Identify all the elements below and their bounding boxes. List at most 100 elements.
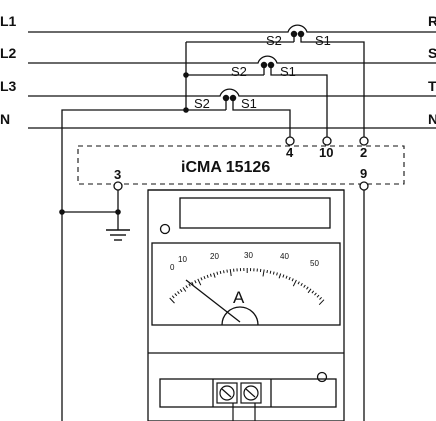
junction-dot [183, 72, 189, 78]
common-return [61, 109, 186, 421]
terminal-3-label: 3 [114, 167, 121, 182]
ct3-s1-dot [229, 94, 237, 102]
label-n-end: N [428, 111, 436, 127]
dial-tick [191, 281, 194, 285]
label-l1: L1 [0, 13, 17, 29]
ct2-s1-lead [270, 67, 328, 138]
dial-tick [188, 283, 191, 287]
dial-tick [229, 269, 232, 277]
dial-tick [291, 278, 294, 282]
dial-tick [314, 292, 317, 296]
terminal-2-label: 2 [360, 145, 367, 160]
dial-tick [278, 273, 282, 279]
ct1-s2-dot [290, 30, 298, 38]
dial-tick [223, 270, 225, 274]
scale-10: 10 [178, 255, 187, 264]
terminal-10-label: 10 [319, 145, 333, 160]
ct2-s2-dot [260, 61, 268, 69]
dial-tick [282, 274, 285, 278]
dial-tick [316, 294, 320, 298]
terminal-9-label: 9 [360, 166, 367, 181]
icma-module [77, 145, 405, 185]
dial-tick [169, 297, 175, 304]
dial-tick [209, 273, 212, 277]
screw-terminals [216, 382, 262, 421]
dial-scale [169, 267, 325, 306]
dial-tick [179, 289, 183, 293]
dial-tick [266, 269, 268, 274]
label-l3: L3 [0, 78, 17, 94]
dial-tick [276, 272, 278, 276]
ct3-loop [212, 88, 247, 97]
label-r-end: R [428, 13, 436, 29]
junction-dot [115, 209, 121, 215]
dial-tick [303, 284, 306, 288]
dial-tick [300, 282, 303, 287]
dial-tick [297, 281, 300, 285]
dial-tick [288, 276, 291, 281]
ground-icon [106, 229, 130, 241]
mount-hole-icon [159, 223, 171, 235]
dial-tick [216, 271, 219, 275]
scale-30: 30 [244, 251, 253, 260]
needle-pivot-arc [221, 306, 259, 326]
dial-tick [206, 274, 209, 278]
ct3-s2-dot [222, 94, 230, 102]
dial-tick [197, 278, 202, 286]
dial-tick [319, 296, 322, 300]
dial-tick [272, 271, 275, 275]
ct1-loop [280, 24, 314, 33]
ct3-s1-lead [232, 100, 291, 138]
ct3-s1-label: S1 [241, 96, 257, 111]
ammeter-unit: A [233, 288, 245, 307]
ct1-s1-dot [297, 30, 305, 38]
dial-tick [269, 270, 272, 274]
junction-dots [59, 72, 189, 215]
junction-dot [183, 107, 189, 113]
ct3-s2-label: S2 [194, 96, 210, 111]
dial-tick [171, 295, 175, 299]
terminals [113, 136, 369, 191]
scale-50: 50 [310, 259, 319, 268]
label-t-end: T [428, 78, 436, 94]
ct1-s1-lead [300, 36, 365, 138]
dial-tick [213, 272, 216, 278]
terminal-4 [285, 136, 295, 146]
ct2-loop [250, 55, 285, 64]
dial-tick [307, 288, 312, 294]
phase-lines [28, 31, 436, 129]
ct3 [212, 88, 247, 102]
dial-tick [262, 269, 265, 277]
screw-slot [245, 388, 256, 398]
dial-tick [194, 280, 197, 284]
terminal-4-label: 4 [286, 145, 294, 160]
dial-tick [185, 285, 188, 289]
dial-tick [219, 270, 222, 275]
scale-20: 20 [210, 252, 219, 261]
terminal-3 [113, 181, 123, 191]
label-n: N [0, 111, 10, 127]
terminal-9 [359, 181, 369, 191]
dial-tick [174, 293, 178, 297]
dial-tick [226, 269, 228, 273]
secondary-wiring [61, 36, 365, 421]
dial-tick [311, 290, 315, 294]
dial-tick [182, 287, 187, 292]
dial-tick [318, 299, 325, 306]
dial-tick [203, 276, 206, 280]
ct2-s2-label: S2 [231, 64, 247, 79]
icma-model-label: iCMA 15126 [181, 159, 270, 176]
dial-tick [292, 279, 297, 287]
terminal-strip [159, 378, 337, 408]
dial-tick [306, 286, 309, 290]
ct1-s1-label: S1 [315, 33, 331, 48]
junction-dot [59, 209, 65, 215]
label-s-end: S [428, 45, 436, 61]
ammeter-dial-face [151, 242, 341, 326]
dial-tick [285, 275, 288, 279]
scale-40: 40 [280, 252, 289, 261]
dial-tick [177, 291, 180, 295]
ct2-s1-label: S1 [280, 64, 296, 79]
ct2-s1-dot [267, 61, 275, 69]
